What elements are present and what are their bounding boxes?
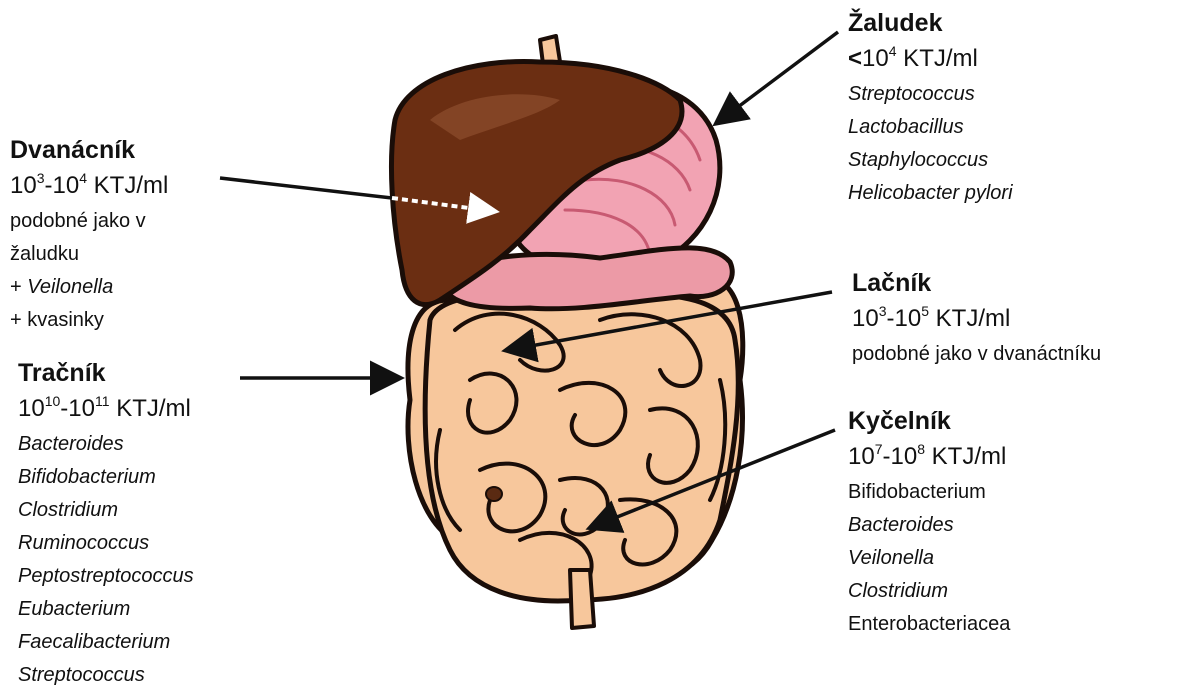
dvanacnik-block: Dvanácník 103-104 KTJ/ml podobné jako v … bbox=[10, 133, 168, 337]
kycelnik-concentration: 107-108 KTJ/ml bbox=[848, 438, 1010, 476]
kycelnik-title: Kyčelník bbox=[848, 404, 1010, 438]
rectum bbox=[570, 570, 594, 628]
dvanacnik-note-line-1: podobné jako v bbox=[10, 205, 168, 238]
appendix-spot bbox=[486, 487, 502, 501]
tracnik-organism: Clostridium bbox=[18, 494, 194, 527]
zaludek-organism: Lactobacillus bbox=[848, 111, 1013, 144]
tracnik-organism: Ruminococcus bbox=[18, 527, 194, 560]
zaludek-organism: Staphylococcus bbox=[848, 144, 1013, 177]
tracnik-organism: Eubacterium bbox=[18, 593, 194, 626]
arrow-zaludek bbox=[718, 32, 838, 122]
dvanacnik-note-line-2: žaludku bbox=[10, 238, 168, 271]
lacnik-block: Lačník 103-105 KTJ/ml podobné jako v dva… bbox=[852, 266, 1101, 371]
zaludek-organism: Streptococcus bbox=[848, 78, 1013, 111]
kycelnik-organism: Bacteroides bbox=[848, 509, 1010, 542]
kycelnik-organism: Bifidobacterium bbox=[848, 476, 1010, 509]
tracnik-organism: Bacteroides bbox=[18, 428, 194, 461]
tracnik-organism: Streptococcus bbox=[18, 659, 194, 692]
arrow-dvanacnik bbox=[220, 178, 392, 198]
zaludek-concentration: <104 KTJ/ml bbox=[848, 40, 1013, 78]
kycelnik-organism: Veilonella bbox=[848, 542, 1010, 575]
lacnik-title: Lačník bbox=[852, 266, 1101, 300]
dvanacnik-veilonella: + Veilonella bbox=[10, 271, 168, 304]
kycelnik-organism: Clostridium bbox=[848, 575, 1010, 608]
kycelnik-organism: Enterobacteriacea bbox=[848, 608, 1010, 641]
tracnik-concentration: 1010-1011 KTJ/ml bbox=[18, 390, 194, 428]
zaludek-organism: Helicobacter pylori bbox=[848, 177, 1013, 210]
dvanacnik-yeast: + kvasinky bbox=[10, 304, 168, 337]
zaludek-title: Žaludek bbox=[848, 6, 1013, 40]
tracnik-organism: Peptostreptococcus bbox=[18, 560, 194, 593]
dvanacnik-title: Dvanácník bbox=[10, 133, 168, 167]
tracnik-organism: Faecalibacterium bbox=[18, 626, 194, 659]
lacnik-concentration: 103-105 KTJ/ml bbox=[852, 300, 1101, 338]
dvanacnik-concentration: 103-104 KTJ/ml bbox=[10, 167, 168, 205]
lacnik-note: podobné jako v dvanáctníku bbox=[852, 338, 1101, 371]
tracnik-organism: Bifidobacterium bbox=[18, 461, 194, 494]
tracnik-title: Tračník bbox=[18, 356, 194, 390]
